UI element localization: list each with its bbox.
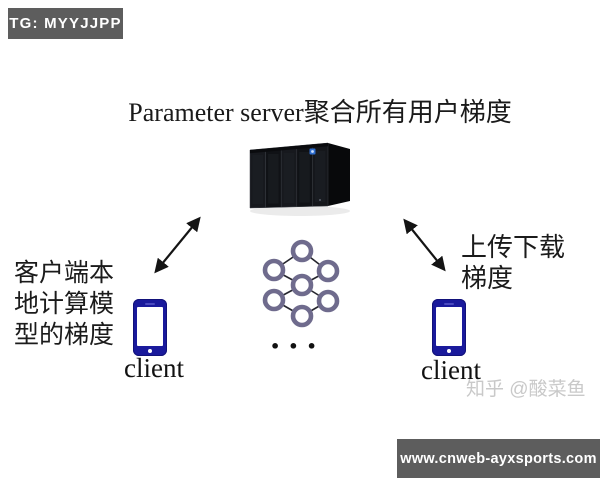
- left-smartphone-icon: [133, 299, 167, 356]
- zhihu-watermark: 知乎 @酸菜鱼: [466, 379, 586, 400]
- page-title: Parameter server聚合所有用户梯度: [128, 98, 512, 127]
- footer-url: www.cnweb-ayxsports.com: [400, 450, 597, 467]
- tg-badge: TG: MYYJJPP: [8, 8, 123, 39]
- double-headed-arrow-left-icon: [154, 216, 201, 274]
- phone-home-button: [148, 348, 152, 353]
- more-clients-ellipsis: •••: [270, 337, 325, 356]
- server-rack-image: [249, 142, 350, 216]
- right-smartphone-icon: [432, 299, 466, 356]
- graph-network-icon: [262, 239, 340, 328]
- phone-screen: [137, 307, 163, 346]
- double-headed-arrow-right-icon: [403, 218, 446, 272]
- phone-speaker: [444, 302, 454, 305]
- phone-speaker: [145, 302, 155, 305]
- footer-url-bar: www.cnweb-ayxsports.com: [397, 439, 600, 478]
- phone-screen: [436, 307, 462, 346]
- left-client-label: client: [124, 353, 184, 383]
- phone-home-button: [447, 348, 451, 353]
- tg-badge-label: TG: MYYJJPP: [9, 15, 122, 32]
- left-note: 客户端本 地计算模 型的梯度: [14, 260, 115, 349]
- right-client-label: client: [421, 355, 481, 385]
- right-note: 上传下载 梯度: [461, 233, 566, 293]
